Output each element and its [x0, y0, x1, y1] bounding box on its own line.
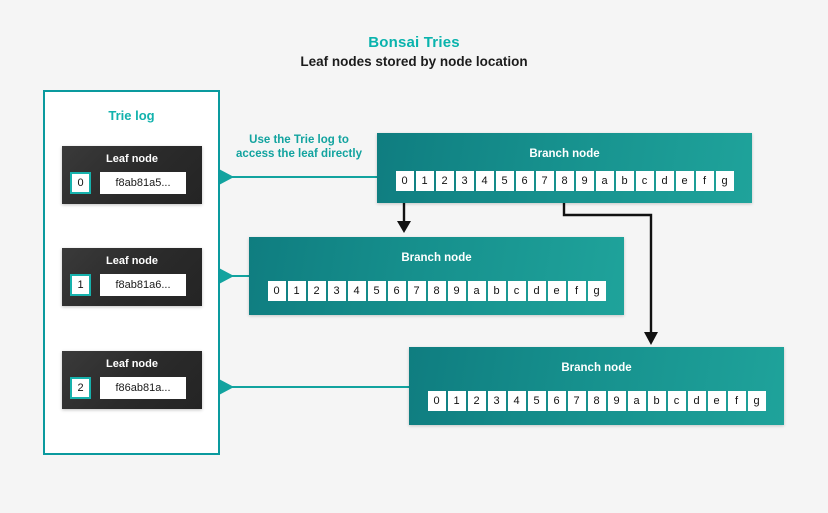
leaf-hash-field: f86ab81a... — [100, 377, 186, 399]
branch-cell[interactable]: 9 — [447, 281, 466, 301]
branch-cell[interactable]: f — [567, 281, 586, 301]
branch-cell[interactable]: 4 — [475, 171, 494, 191]
branch-cell[interactable]: 6 — [547, 391, 566, 411]
branch-cell[interactable]: d — [687, 391, 706, 411]
branch-cell[interactable]: 8 — [555, 171, 574, 191]
leaf-node-card-1[interactable]: Leaf node 1 f8ab81a6... — [62, 248, 202, 306]
branch-cell[interactable]: c — [507, 281, 526, 301]
leaf-hash-field: f8ab81a5... — [100, 172, 186, 194]
leaf-node-card-0[interactable]: Leaf node 0 f8ab81a5... — [62, 146, 202, 204]
branch-cell[interactable]: 2 — [435, 171, 454, 191]
branch-cell[interactable]: 3 — [487, 391, 506, 411]
branch-cell[interactable]: 3 — [327, 281, 346, 301]
branch-cell[interactable]: 4 — [347, 281, 366, 301]
branch-cell[interactable]: 2 — [307, 281, 326, 301]
branch-cell[interactable]: 9 — [575, 171, 594, 191]
branch-node-label: Branch node — [561, 362, 632, 374]
branch-cell[interactable]: g — [715, 171, 734, 191]
branch-cell[interactable]: 1 — [447, 391, 466, 411]
branch-node-label: Branch node — [529, 148, 600, 160]
branch-cell[interactable]: 4 — [507, 391, 526, 411]
branch-cell[interactable]: 9 — [607, 391, 626, 411]
leaf-node-label: Leaf node — [106, 358, 158, 370]
leaf-node-row: 1 f8ab81a6... — [70, 274, 186, 296]
branch-cell[interactable]: g — [747, 391, 766, 411]
leaf-node-row: 0 f8ab81a5... — [70, 172, 186, 194]
leaf-node-row: 2 f86ab81a... — [70, 377, 186, 399]
branch-cell[interactable]: 6 — [387, 281, 406, 301]
branch-cell[interactable]: a — [467, 281, 486, 301]
annotation-line-1: Use the Trie log to — [249, 134, 349, 146]
branch-cell[interactable]: 7 — [407, 281, 426, 301]
leaf-index-box: 2 — [70, 377, 91, 399]
branch-cell[interactable]: e — [707, 391, 726, 411]
branch-cell[interactable]: 7 — [535, 171, 554, 191]
leaf-node-card-2[interactable]: Leaf node 2 f86ab81a... — [62, 351, 202, 409]
branch-cell[interactable]: 0 — [395, 171, 414, 191]
branch-cell[interactable]: e — [675, 171, 694, 191]
leaf-node-label: Leaf node — [106, 153, 158, 165]
leaf-node-label: Leaf node — [106, 255, 158, 267]
branch-cell[interactable]: 8 — [427, 281, 446, 301]
branch-cell[interactable]: f — [727, 391, 746, 411]
leaf-hash-field: f8ab81a6... — [100, 274, 186, 296]
branch-cell[interactable]: 0 — [267, 281, 286, 301]
arrowhead-branch2 — [397, 221, 411, 233]
branch-cell[interactable]: 5 — [527, 391, 546, 411]
branch-cell[interactable]: c — [635, 171, 654, 191]
branch-cell[interactable]: 8 — [587, 391, 606, 411]
branch-cell[interactable]: g — [587, 281, 606, 301]
branch-cell[interactable]: 6 — [515, 171, 534, 191]
annotation-trie-log-access: Use the Trie log to access the leaf dire… — [225, 133, 373, 161]
branch-cell[interactable]: b — [487, 281, 506, 301]
branch-cell[interactable]: b — [615, 171, 634, 191]
branch-cell[interactable]: b — [647, 391, 666, 411]
branch-cell[interactable]: 0 — [427, 391, 446, 411]
trie-log-title: Trie log — [108, 108, 155, 123]
branch-cell[interactable]: f — [695, 171, 714, 191]
branch-cell[interactable]: e — [547, 281, 566, 301]
branch-cell[interactable]: a — [627, 391, 646, 411]
branch-cell[interactable]: 5 — [367, 281, 386, 301]
page-title: Bonsai Tries — [368, 34, 460, 51]
branch-cell[interactable]: d — [527, 281, 546, 301]
page-subtitle: Leaf nodes stored by node location — [300, 54, 528, 69]
branch-cell[interactable]: c — [667, 391, 686, 411]
branch-cell[interactable]: 3 — [455, 171, 474, 191]
branch-node-label: Branch node — [401, 252, 472, 264]
leaf-index-box: 1 — [70, 274, 91, 296]
branch-cell[interactable]: d — [655, 171, 674, 191]
branch-cell[interactable]: 5 — [495, 171, 514, 191]
branch-cell[interactable]: 7 — [567, 391, 586, 411]
leaf-index-box: 0 — [70, 172, 91, 194]
branch-cell[interactable]: a — [595, 171, 614, 191]
annotation-line-2: access the leaf directly — [236, 148, 362, 160]
branch-cell[interactable]: 1 — [415, 171, 434, 191]
arrowhead-branch3 — [644, 332, 658, 345]
branch-cell[interactable]: 1 — [287, 281, 306, 301]
branch-cell[interactable]: 2 — [467, 391, 486, 411]
